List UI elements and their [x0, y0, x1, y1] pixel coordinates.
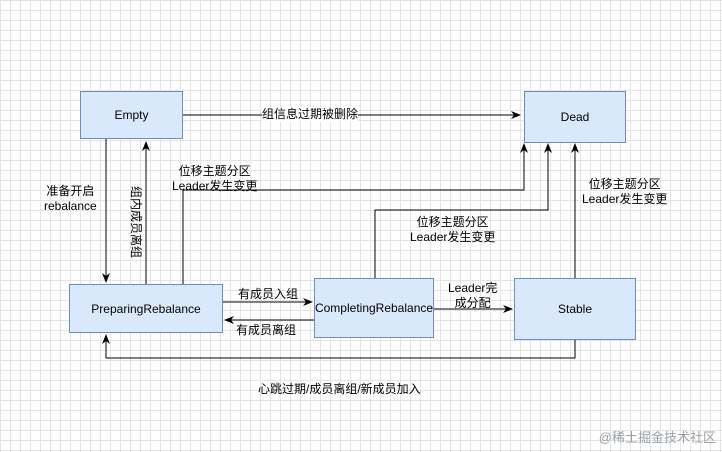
label-stable-to-dead-line2: Leader发生变更 [582, 192, 668, 206]
label-completing-to-stable: Leader完 成分配 [448, 281, 497, 311]
label-completing-to-stable-line1: Leader完 [448, 281, 498, 295]
label-preparing-to-dead: 位移主题分区 Leader发生变更 [172, 164, 257, 194]
edge-stable-to-preparing [102, 334, 576, 359]
edge-completing-to-dead [374, 143, 552, 278]
label-preparing-to-dead-line1: 位移主题分区 [178, 164, 251, 178]
label-completing-to-preparing: 有成员离组 [236, 323, 297, 337]
label-preparing-to-completing: 有成员入组 [238, 287, 299, 301]
label-empty-to-preparing-line1: 准备开启 [46, 184, 95, 198]
label-empty-to-preparing: 准备开启 rebalance [44, 184, 97, 214]
node-dead[interactable]: Dead [524, 91, 626, 143]
label-empty-to-dead: 组信息过期被删除 [262, 107, 359, 122]
edge-preparing-to-dead [182, 143, 528, 284]
label-completing-to-dead-line2: Leader发生变更 [410, 230, 496, 244]
label-stable-to-dead: 位移主题分区 Leader发生变更 [582, 177, 667, 207]
label-completing-to-stable-line2: 成分配 [454, 296, 491, 310]
label-preparing-to-dead-line2: Leader发生变更 [172, 179, 258, 193]
node-stable[interactable]: Stable [514, 278, 636, 340]
node-preparing-rebalance[interactable]: PreparingRebalance [69, 284, 223, 333]
watermark: @稀土掘金技术社区 [598, 430, 716, 445]
label-stable-to-dead-line1: 位移主题分区 [588, 177, 661, 191]
label-preparing-to-empty: 组内成员离组 [129, 185, 143, 258]
label-completing-to-dead: 位移主题分区 Leader发生变更 [410, 215, 495, 245]
label-completing-to-dead-line1: 位移主题分区 [416, 215, 489, 229]
label-empty-to-preparing-line2: rebalance [44, 199, 97, 213]
label-stable-to-preparing: 心跳过期/成员离组/新成员加入 [258, 382, 421, 396]
node-empty[interactable]: Empty [80, 91, 183, 139]
node-completing-rebalance[interactable]: CompletingRebalance [314, 278, 434, 338]
